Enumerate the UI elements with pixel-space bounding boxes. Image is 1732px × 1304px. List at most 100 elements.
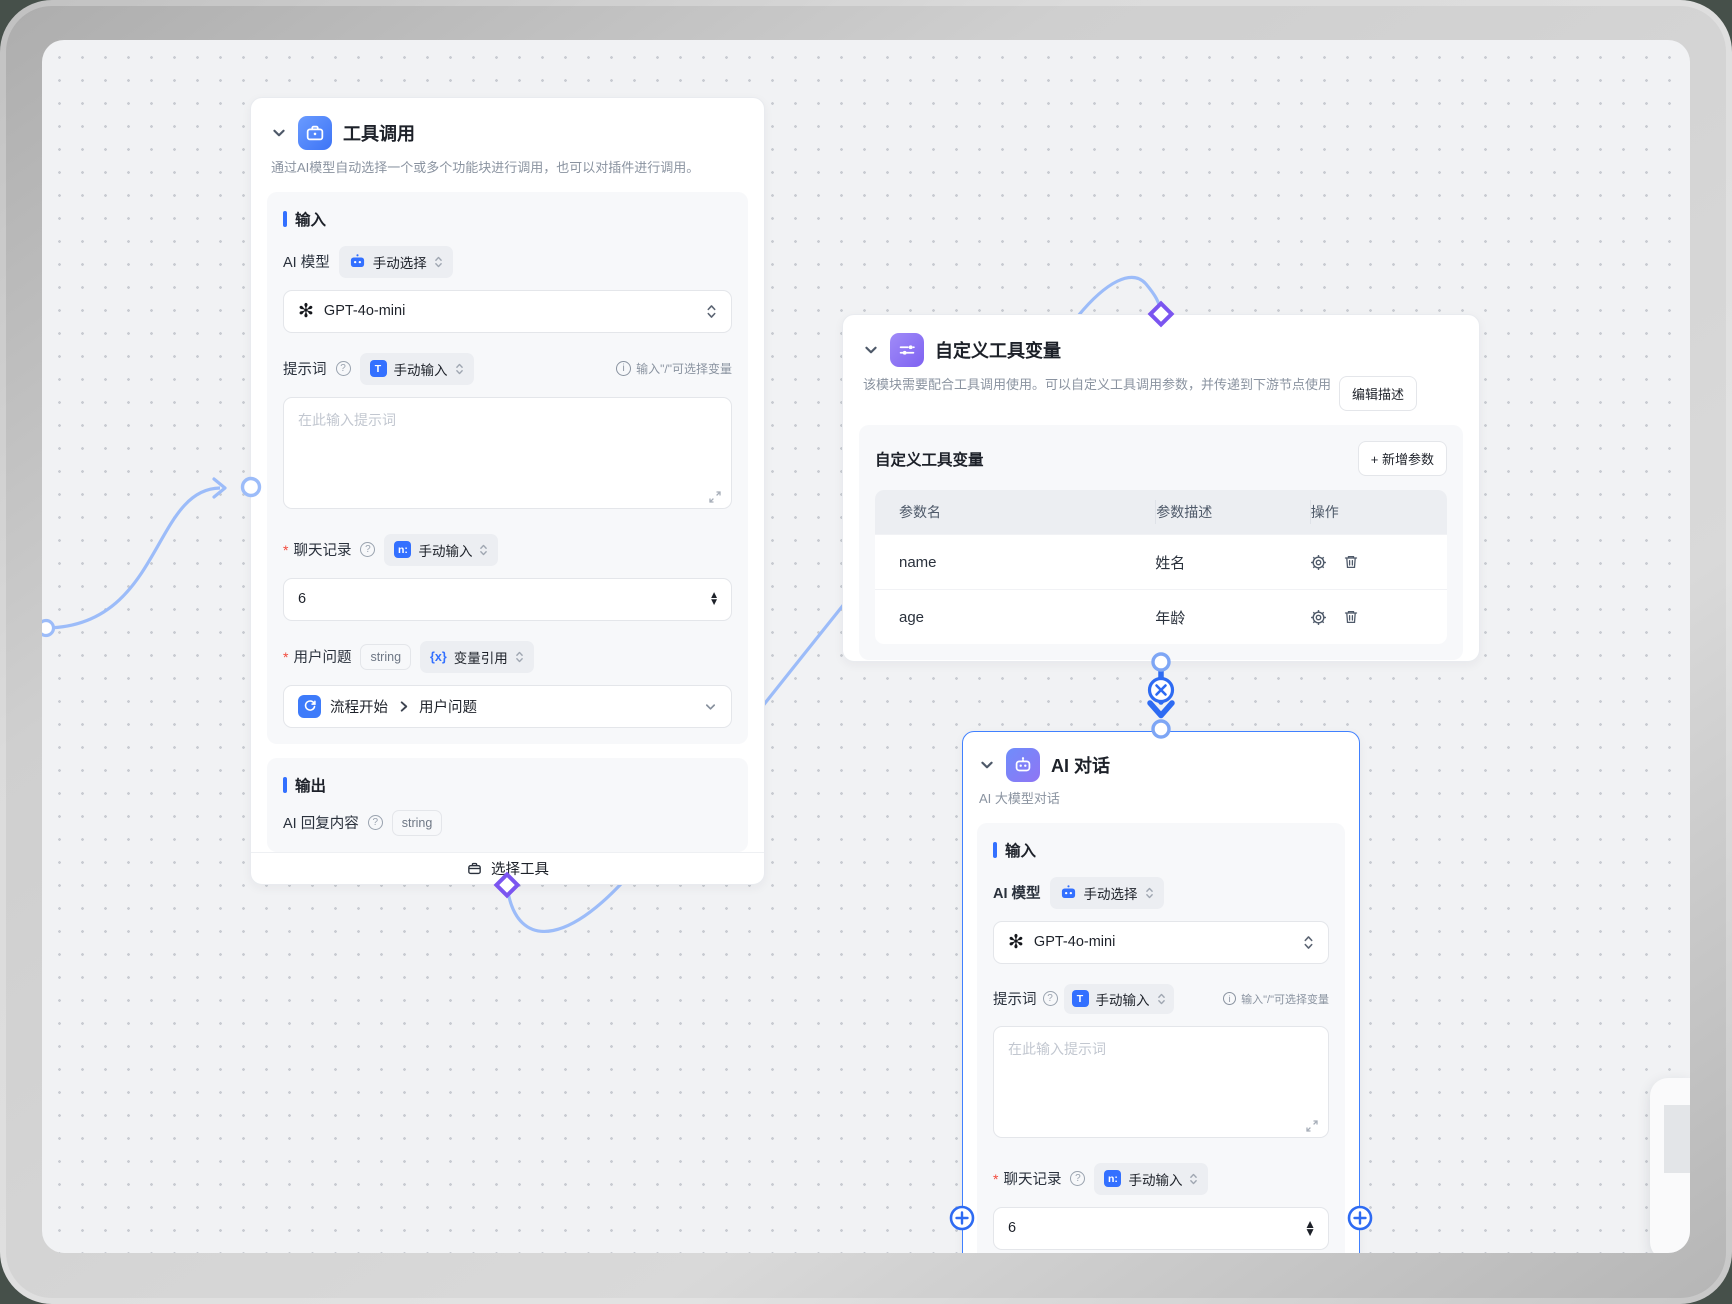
trash-icon[interactable]	[1343, 554, 1359, 570]
param-desc: 年龄	[1155, 609, 1186, 627]
table-header: 参数名 参数描述 操作	[875, 490, 1447, 534]
ref-field: 用户问题	[419, 699, 477, 716]
section-bar	[283, 776, 287, 793]
col-param-desc: 参数描述	[1156, 504, 1213, 520]
node-ai-chat[interactable]: AI 对话 AI 大模型对话 输入 AI 模型 手动选择 ✻ GPT-4o-mi…	[962, 731, 1360, 1253]
model-value: GPT-4o-mini	[1033, 934, 1116, 951]
flow-start-icon	[298, 694, 321, 718]
output-panel: 输出 AI 回复内容 ? string	[267, 757, 748, 852]
node-custom-variables[interactable]: 自定义工具变量 该模块需要配合工具调用使用。可以自定义工具调用参数，并传递到下游…	[842, 314, 1480, 662]
history-mode-tag[interactable]: n: 手动输入	[1094, 1162, 1209, 1195]
chevron-updown-icon	[1190, 1173, 1198, 1185]
history-number-field: ▲▼	[283, 577, 732, 621]
number-stepper[interactable]: ▲▼	[709, 591, 719, 609]
expand-icon[interactable]	[708, 490, 722, 504]
model-select[interactable]: ✻ GPT-4o-mini	[993, 920, 1329, 964]
model-mode-tag[interactable]: 手动选择	[338, 245, 453, 278]
edge-incoming-arrowhead	[212, 477, 227, 499]
gear-icon[interactable]	[1310, 609, 1327, 626]
history-number-input[interactable]	[1008, 1220, 1255, 1237]
add-param-label: 新增参数	[1381, 452, 1434, 467]
col-param-name: 参数名	[899, 504, 941, 520]
node-description: 通过AI模型自动选择一个或多个功能块进行调用，也可以对插件进行调用。	[271, 160, 700, 175]
table-row: age 年龄	[875, 589, 1447, 644]
disconnect-badge	[1147, 676, 1175, 704]
edge-custom-vars-to-ai-chat[interactable]	[1147, 652, 1175, 739]
chevron-updown-icon	[480, 544, 488, 556]
collapse-chevron-icon[interactable]	[271, 125, 287, 141]
model-mode-label: 手动选择	[1083, 886, 1138, 902]
chevron-updown-icon	[455, 363, 463, 375]
help-icon[interactable]: ?	[335, 361, 351, 377]
header-divider	[1309, 500, 1311, 524]
help-icon[interactable]: ?	[367, 815, 383, 831]
step-up-icon[interactable]: ▲	[1304, 1216, 1316, 1231]
input-section-title: 输入	[295, 211, 327, 229]
model-select[interactable]: ✻ GPT-4o-mini	[283, 289, 732, 333]
history-mode-tag[interactable]: n: 手动输入	[384, 533, 499, 566]
col-actions: 操作	[1310, 504, 1339, 520]
variable-reference-select[interactable]: 流程开始 用户问题	[283, 684, 732, 728]
node-tool-call[interactable]: 工具调用 通过AI模型自动选择一个或多个功能块进行调用，也可以对插件进行调用。 …	[250, 97, 765, 885]
model-label: AI 模型	[283, 255, 330, 272]
custom-vars-panel: 自定义工具变量 + 新增参数 参数名 参数描述 操作 name 姓名	[859, 425, 1463, 660]
prompt-mode-tag[interactable]: T 手动输入	[359, 352, 474, 385]
help-icon[interactable]: ?	[1042, 991, 1058, 1007]
question-mode-label: 变量引用	[453, 650, 508, 666]
openai-logo-icon: ✻	[1008, 931, 1024, 953]
model-value: GPT-4o-mini	[323, 303, 406, 320]
help-icon[interactable]: ?	[360, 542, 376, 558]
chevron-updown-icon	[1304, 936, 1313, 949]
param-name: age	[899, 608, 925, 626]
step-down-icon[interactable]: ▼	[709, 597, 719, 609]
variable-ref-icon: {x}	[430, 649, 447, 664]
table-row: name 姓名	[875, 534, 1447, 589]
input-section-title: 输入	[1005, 842, 1037, 860]
history-label: 聊天记录	[1003, 1172, 1062, 1189]
robot-icon	[1061, 885, 1075, 899]
output-section-title: 输出	[295, 777, 327, 795]
chevron-updown-icon	[1145, 887, 1153, 899]
required-mark: *	[283, 648, 289, 665]
chevron-updown-icon	[515, 651, 523, 663]
variable-hint-text: 输入"/"可选择变量	[636, 362, 732, 377]
reply-label: AI 回复内容	[283, 816, 359, 833]
history-mode-label: 手动输入	[418, 543, 473, 559]
panel-title: 自定义工具变量	[875, 451, 984, 469]
info-icon: i	[616, 361, 632, 377]
type-badge: string	[360, 643, 412, 670]
section-bar	[283, 210, 287, 227]
step-down-icon[interactable]: ▼	[1304, 1225, 1316, 1240]
collapse-chevron-icon[interactable]	[863, 342, 879, 358]
node-description: 该模块需要配合工具调用使用。可以自定义工具调用参数，并传递到下游节点使用	[863, 377, 1332, 392]
side-drawer-panel[interactable]	[1650, 1078, 1690, 1253]
prompt-label: 提示词	[283, 362, 327, 379]
number-stepper[interactable]: ▲▼	[1304, 1216, 1316, 1240]
chevron-updown-icon	[707, 305, 716, 318]
prompt-mode-label: 手动输入	[1095, 992, 1150, 1008]
prompt-mode-tag[interactable]: T 手动输入	[1063, 983, 1174, 1014]
header-divider	[1155, 500, 1157, 524]
prompt-label: 提示词	[993, 992, 1037, 1009]
expand-icon[interactable]	[1305, 1119, 1319, 1133]
edge-start-port[interactable]	[42, 618, 56, 638]
prompt-textarea[interactable]	[993, 1025, 1329, 1138]
prompt-mode-label: 手动输入	[393, 362, 448, 378]
chevron-updown-icon	[1157, 993, 1165, 1005]
text-input-icon: T	[369, 360, 387, 378]
select-tool-button[interactable]: 选择工具	[251, 851, 764, 884]
trash-icon[interactable]	[1343, 609, 1359, 625]
prompt-textarea[interactable]	[283, 396, 732, 509]
param-desc: 姓名	[1155, 554, 1186, 572]
flow-canvas[interactable]: 工具调用 通过AI模型自动选择一个或多个功能块进行调用，也可以对插件进行调用。 …	[42, 40, 1690, 1253]
edit-description-button[interactable]: 编辑描述	[1339, 376, 1418, 411]
gear-icon[interactable]	[1310, 554, 1327, 571]
type-badge: string	[391, 809, 443, 836]
collapse-chevron-icon[interactable]	[979, 757, 995, 773]
add-param-button[interactable]: + 新增参数	[1357, 441, 1447, 476]
model-mode-tag[interactable]: 手动选择	[1049, 876, 1164, 909]
robot-icon	[350, 254, 364, 268]
help-icon[interactable]: ?	[1070, 1171, 1086, 1187]
question-mode-tag[interactable]: {x} 变量引用	[420, 640, 534, 673]
history-number-input[interactable]	[298, 591, 635, 608]
